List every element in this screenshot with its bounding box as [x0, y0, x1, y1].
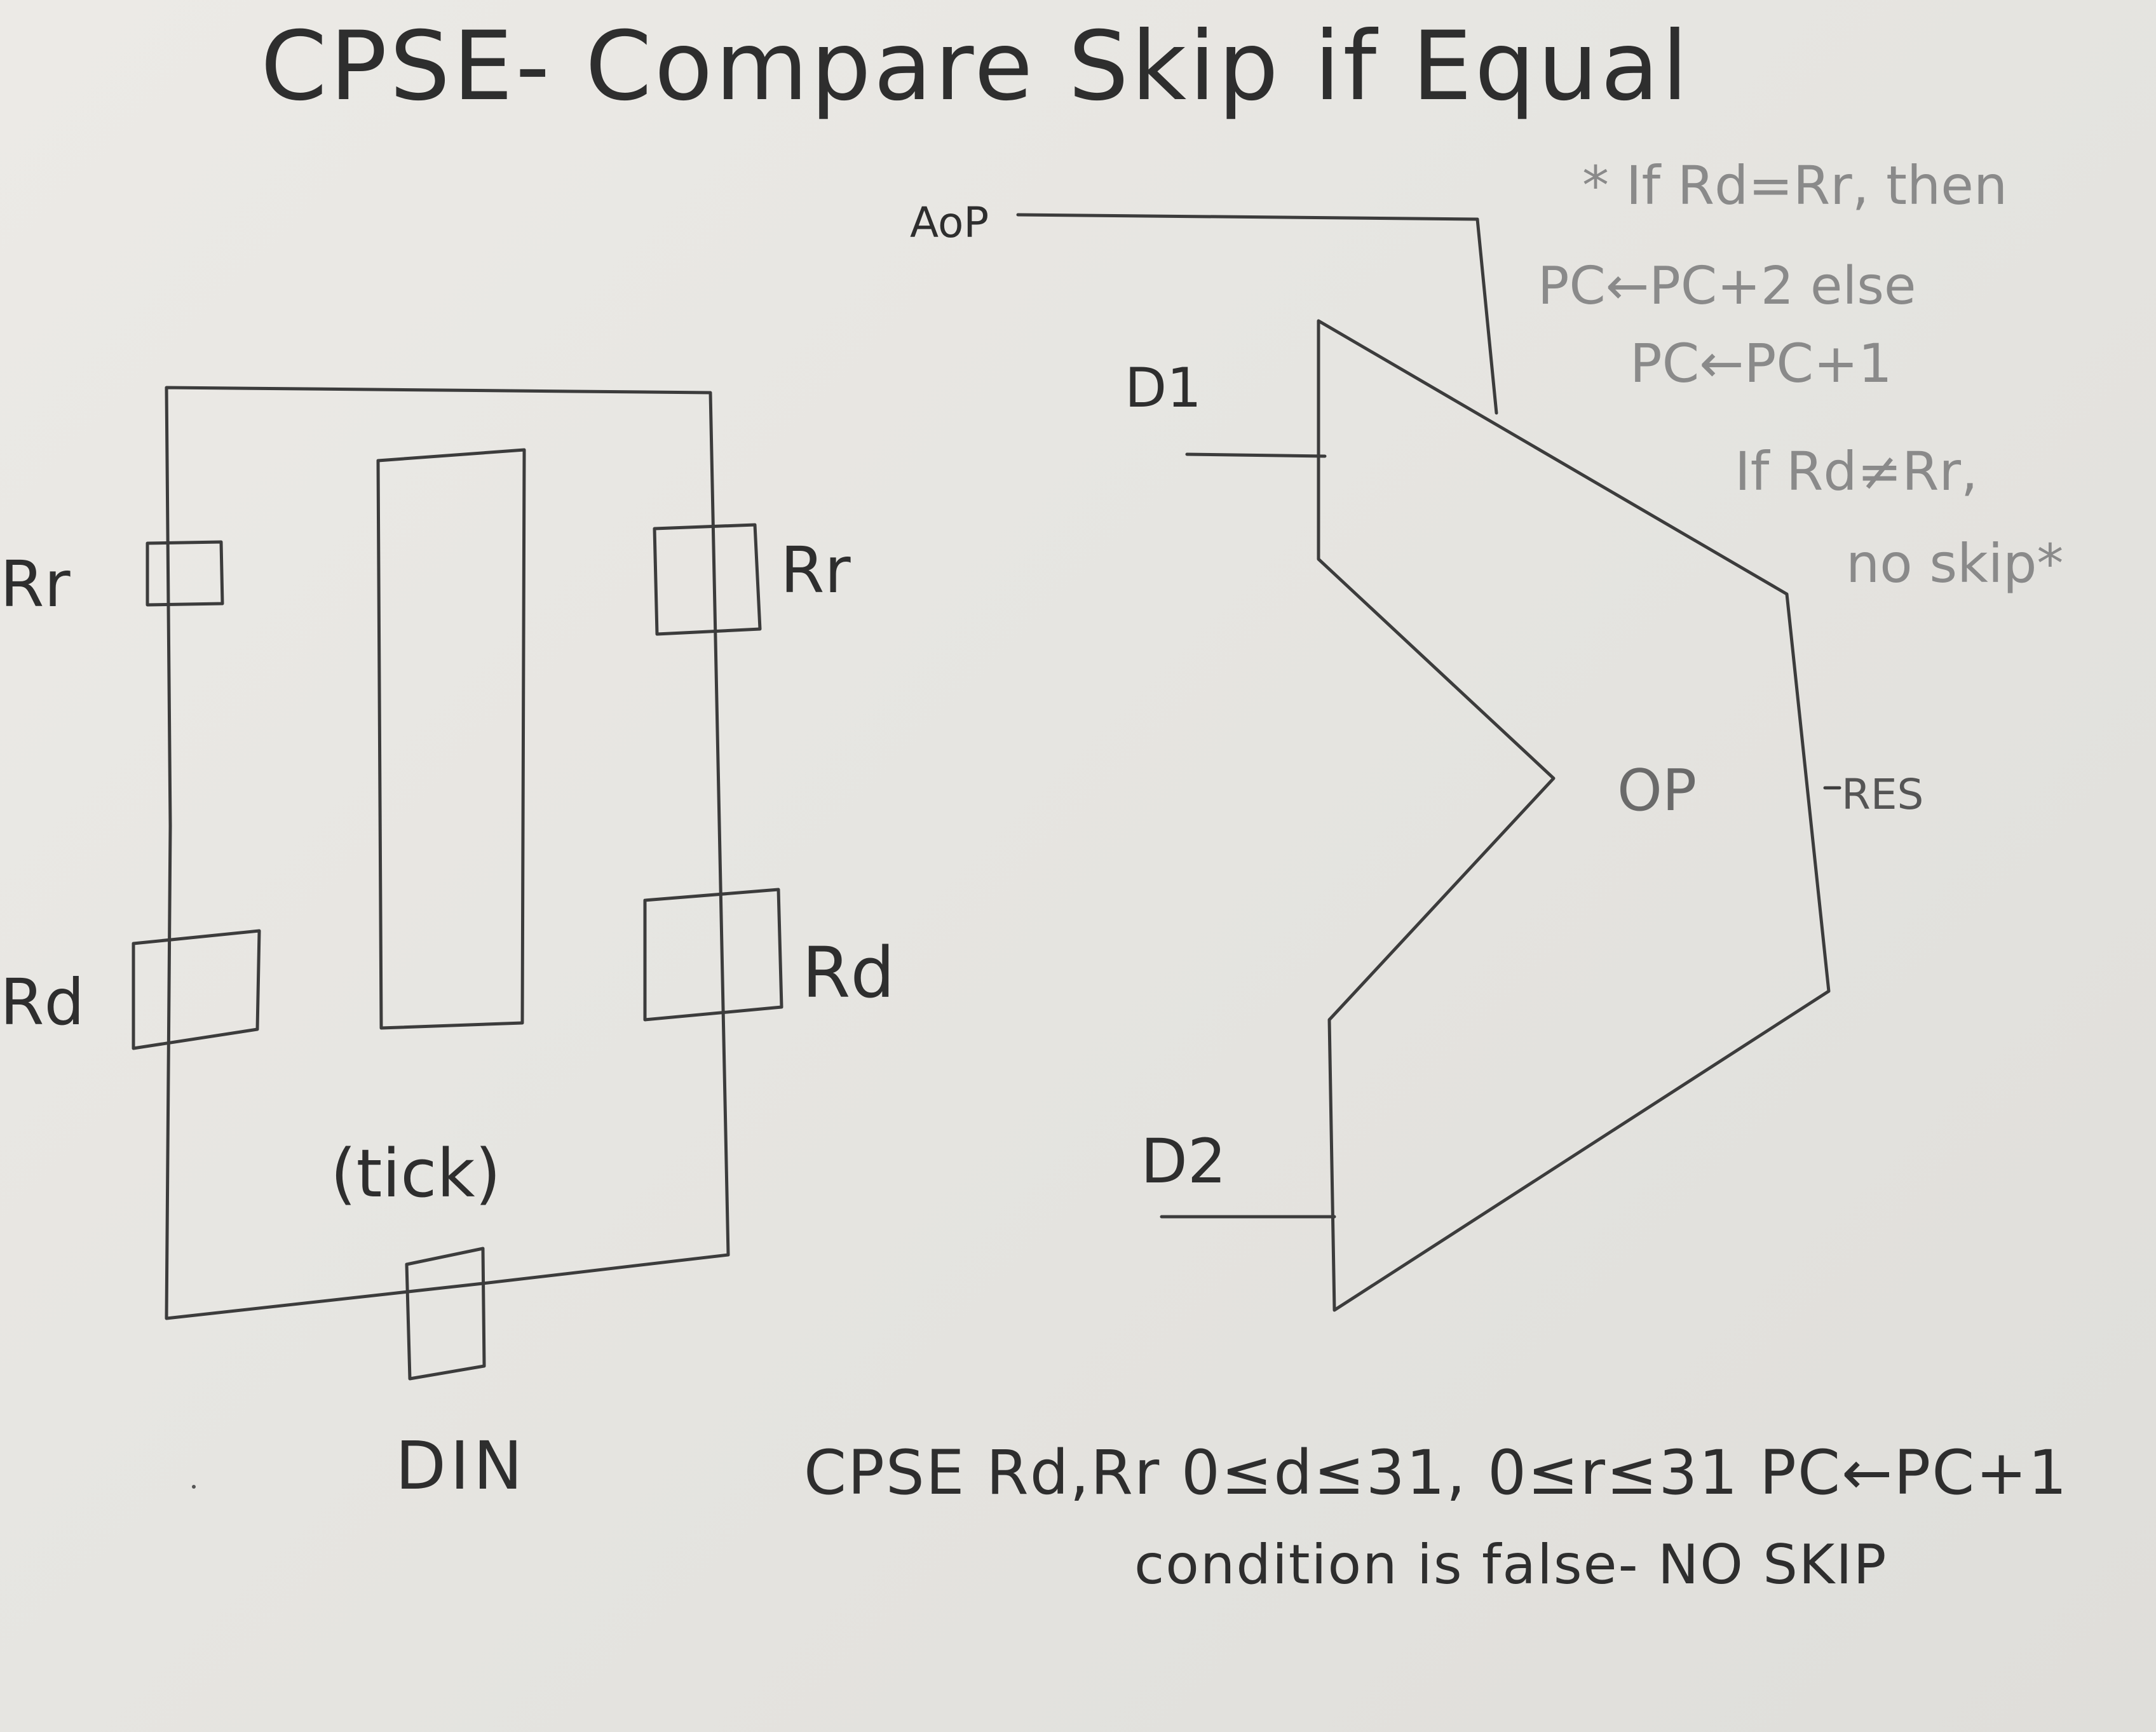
rd-port-right [643, 888, 783, 1022]
din-label: DIN [395, 1427, 527, 1505]
rr-port-right [653, 523, 762, 636]
note-line: no skip* [1846, 532, 2064, 595]
tick-label: (tick) [330, 1135, 501, 1212]
instruction-line: CPSE Rd,Rr 0≤d≤31, 0≤r≤31 PC←PC+1 [804, 1437, 2068, 1508]
rr-left-label: Rr [0, 547, 71, 621]
din-port [405, 1247, 486, 1381]
note-line: PC←PC+1 [1630, 332, 1892, 395]
condition-line: condition is false- NO SKIP [1134, 1533, 1888, 1597]
res-label: RES [1841, 770, 1924, 819]
aop-wire [1016, 213, 1498, 415]
aop-label: AoP [910, 198, 989, 247]
register-array-rect [376, 448, 526, 1030]
rr-right-label: Rr [780, 533, 851, 607]
rr-port-left [146, 540, 224, 607]
d1-wire [1185, 452, 1327, 458]
d2-label: D2 [1141, 1126, 1226, 1197]
alu-outline [1317, 319, 1831, 1312]
stray-dot [192, 1485, 196, 1489]
page-title: CPSE- Compare Skip if Equal [261, 11, 1691, 122]
d1-label: D1 [1125, 356, 1202, 420]
note-line: PC←PC+2 else [1538, 256, 1916, 316]
op-label: OP [1617, 757, 1697, 824]
note-line: * If Rd=Rr, then [1582, 154, 2008, 217]
rd-left-label: Rd [0, 965, 85, 1039]
rd-port-left [132, 929, 261, 1050]
rd-right-label: Rd [802, 932, 895, 1013]
note-line: If Rd≠Rr, [1735, 440, 1978, 503]
